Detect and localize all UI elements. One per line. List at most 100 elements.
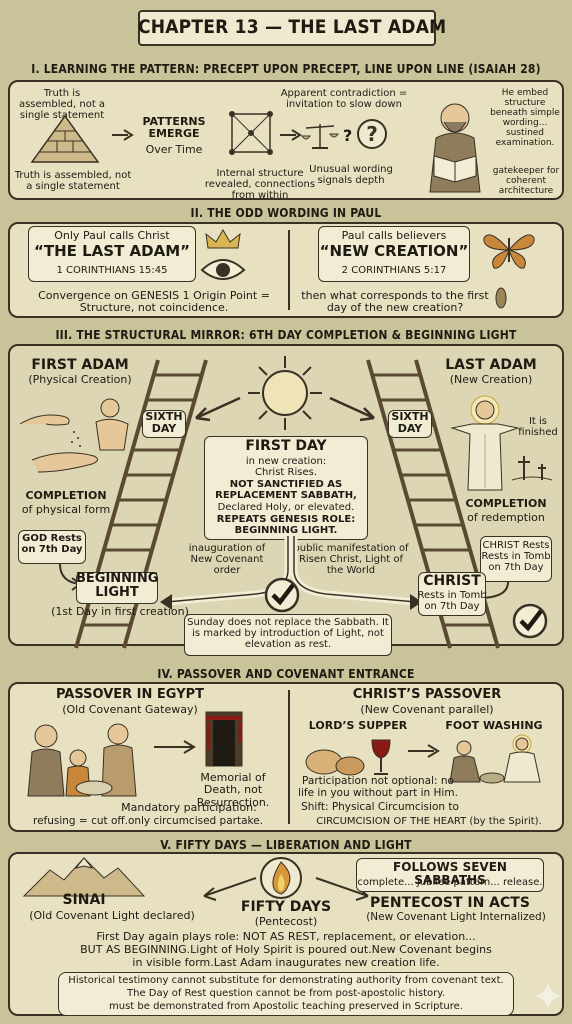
historical-line2: The Day of Rest question cannot be from …	[127, 988, 445, 999]
arrow-right-icon	[408, 744, 440, 758]
physical-creation-text: (Physical Creation)	[28, 373, 132, 386]
new-creation-ref: 2 CORINTHIANS 5:17	[341, 265, 447, 276]
christ-rests-card	[480, 536, 552, 582]
last-adam-heading: LAST ADAM	[445, 357, 537, 373]
sunday-card	[184, 614, 392, 656]
page-title: CHAPTER 13 — THE LAST ADAM	[138, 16, 447, 38]
section-2-divider	[288, 230, 290, 310]
title-banner	[138, 10, 436, 46]
christ-sub: Rests in Tomb on 7th Day	[417, 590, 487, 613]
first-day-role-line1: First Day again plays role: NOT AS REST,…	[96, 930, 476, 943]
inauguration-text: inauguration of New Covenant order	[188, 543, 266, 577]
crown-eye-icon	[200, 229, 246, 280]
historical-line1: Historical testimony cannot substitute f…	[68, 975, 504, 986]
refusing-text: refusing = cut off.only circumcised part…	[32, 815, 264, 827]
shift-text: Shift: Physical Circumcision to	[301, 801, 459, 813]
fifty-days-label: FIFTY DAYS	[240, 899, 332, 915]
christs-passover-sub: (New Covenant parallel)	[360, 703, 494, 716]
christ-label: CHRIST	[423, 573, 481, 589]
foot-washing-icon	[449, 734, 541, 784]
network-icon	[229, 111, 273, 155]
risen-christ-icon	[450, 395, 520, 491]
beginning-light-card	[76, 572, 158, 604]
passover-egypt-sub: (Old Covenant Gateway)	[62, 703, 198, 716]
first-day-note: (1st Day in first creation)	[51, 605, 189, 618]
question-mark-small: ?	[343, 126, 353, 145]
embed-text: He embed structure beneath simple wordin…	[490, 88, 560, 149]
pentecost-acts-sub: (New Covenant Light Internalized)	[366, 911, 546, 923]
sinai-sub: (Old Covenant Light declared)	[29, 909, 195, 922]
sixth-day-left: SIXTH DAY	[145, 410, 183, 436]
mandatory-text: Mandatory participation:	[121, 801, 257, 814]
truth-bottom-text: Truth is assembled, not a single stateme…	[14, 170, 132, 193]
first-day-line4: REPEATS GENESIS ROLE: BEGINNING LIGHT.	[216, 514, 356, 537]
pyramid-icon	[30, 114, 100, 163]
butterfly-icon	[483, 234, 535, 269]
christs-passover-title: CHRIST’S PASSOVER	[352, 687, 502, 702]
foot-washing-label: FOOT WASHING	[445, 719, 543, 732]
follows-sabbaths-text: FOLLOWS SEVEN SABBATHS	[393, 860, 507, 888]
last-adam-ref: 1 CORINTHIANS 15:45	[56, 265, 168, 276]
arrow-right-icon	[112, 129, 134, 141]
first-adam-title: FIRST ADAM	[31, 357, 129, 373]
section-5-heading: V. FIFTY DAYS — LIBERATION AND LIGHT	[160, 838, 412, 852]
section-4-divider	[288, 690, 290, 824]
svg-text:?: ?	[366, 122, 378, 146]
last-adam-title: “THE LAST ADAM”	[34, 242, 190, 260]
crosses-icon	[511, 456, 553, 481]
circumcision-text: CIRCUMCISION OF THE HEART (by the Spirit…	[316, 816, 542, 827]
question-circle-icon: ?	[357, 119, 387, 149]
participation-text: Participation not optional: no life in y…	[298, 775, 458, 799]
contradiction-text: Apparent contradiction = invitation to s…	[280, 88, 408, 111]
last-adam-card	[28, 226, 196, 282]
flame-icon	[260, 857, 302, 899]
first-day-card	[204, 436, 368, 540]
completion-right: COMPLETION	[465, 497, 547, 510]
pentecost-acts-label: PENTECOST IN ACTS	[370, 895, 530, 911]
arrow-right-icon	[280, 129, 302, 141]
left-intro: Only Paul calls Christ	[54, 229, 170, 242]
internal-structure-text: Internal structure revealed, connections…	[204, 168, 316, 202]
historical-testimony-card	[58, 972, 514, 1016]
historical-line3: must be demonstrated from Apostolic teac…	[109, 1001, 463, 1012]
finished-text: It is finished	[518, 416, 558, 439]
lords-supper-label: LORD’S SUPPER	[308, 719, 408, 732]
sinai-label: SINAI	[62, 892, 106, 908]
completion-left: COMPLETION	[25, 489, 107, 502]
first-day-role-line3: in visible form.Last Adam inaugurates ne…	[132, 956, 440, 969]
sixth-day-right-card	[388, 410, 432, 438]
first-day-line3: Declared Holy, or elevated.	[217, 502, 355, 513]
left-note: Convergence on GENESIS 1 Origin Point = …	[38, 289, 270, 315]
scales-icon	[301, 124, 339, 149]
sixth-day-left-card	[142, 410, 186, 438]
arrows-from-flame	[203, 877, 369, 901]
new-creation-card	[318, 226, 470, 282]
sunday-text: Sunday does not replace the Sabbath. It …	[187, 617, 389, 651]
first-day-title: FIRST DAY	[245, 438, 327, 454]
sun-icon	[248, 356, 322, 430]
patterns-emerge-text: PATTERNS EMERGE	[142, 115, 206, 141]
sparkle-icon	[534, 982, 562, 1010]
truth-top-text: Truth is assembled, not a single stateme…	[18, 88, 106, 122]
follows-sabbaths-card	[356, 858, 544, 892]
beginning-light: BEGINNING LIGHT	[76, 571, 159, 601]
checkmark-circle-icon	[264, 577, 300, 613]
jubilee-text: complete... Jubilee pattern... release.	[357, 877, 543, 888]
new-creation-text: (New Creation)	[449, 373, 533, 386]
god-rests-text: GOD Rests on 7th Day	[21, 533, 83, 556]
apostle-with-book-icon	[429, 103, 481, 193]
christ-rests-text: CHRIST Rests Rests in Tomb on 7th Day	[481, 540, 551, 574]
pentecost-label: (Pentecost)	[254, 915, 318, 928]
section-3-heading: III. THE STRUCTURAL MIRROR: 6TH DAY COMP…	[55, 328, 517, 342]
checkmark-circle-icon	[512, 603, 548, 639]
unusual-wording-text: Unusual wording signals depth	[309, 164, 393, 187]
christ-card	[418, 572, 486, 616]
sixth-day-right: SIXTH DAY	[391, 410, 429, 436]
first-day-line1: in new creation: Christ Rises.	[245, 456, 327, 479]
gatekeeper-text: gatekeeper for coherent architecture	[492, 166, 560, 197]
right-intro: Paul calls believers	[341, 229, 447, 242]
blood-door-icon	[205, 711, 243, 767]
section-1-heading: I. LEARNING THE PATTERN: PRECEPT UPON PR…	[31, 62, 541, 76]
mountain-icon	[22, 857, 146, 897]
manifestation-text: public manifestation of Risen Christ, Li…	[293, 543, 409, 577]
